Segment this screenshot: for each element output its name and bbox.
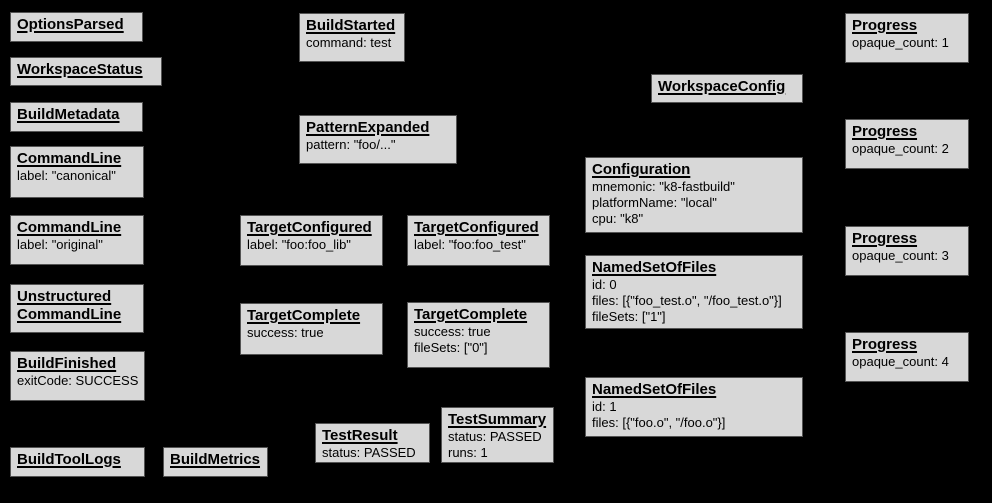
node-command-line-original: CommandLine label: "original" — [10, 215, 144, 265]
node-detail: id: 1 — [592, 399, 617, 414]
node-detail: success: true — [414, 324, 491, 339]
node-detail: opaque_count: 3 — [852, 248, 949, 263]
node-detail: fileSets: ["1"] — [592, 309, 666, 324]
node-title: CommandLine — [17, 219, 122, 236]
node-title: Unstructured CommandLine — [17, 288, 122, 323]
node-title: TestSummary — [448, 411, 547, 428]
node-build-metrics: BuildMetrics — [163, 447, 268, 477]
node-named-set-of-files-0: NamedSetOfFiles id: 0 files: [{"foo_test… — [585, 255, 803, 329]
node-configuration: Configuration mnemonic: "k8-fastbuild" p… — [585, 157, 803, 233]
node-build-finished: BuildFinished exitCode: SUCCESS — [10, 351, 145, 401]
node-title: NamedSetOfFiles — [592, 381, 717, 398]
node-detail: files: [{"foo.o", "/foo.o"}] — [592, 415, 726, 430]
node-title: WorkspaceConfig — [658, 78, 786, 95]
node-target-configured-foo-test: TargetConfigured label: "foo:foo_test" — [407, 215, 550, 266]
node-build-tool-logs: BuildToolLogs — [10, 447, 145, 477]
node-title: Progress — [852, 230, 918, 247]
node-build-started: BuildStarted command: test — [299, 13, 405, 62]
node-detail: opaque_count: 4 — [852, 354, 949, 369]
node-detail: fileSets: ["0"] — [414, 340, 488, 355]
node-title: Progress — [852, 336, 918, 353]
node-options-parsed: OptionsParsed — [10, 12, 143, 42]
node-detail: mnemonic: "k8-fastbuild" — [592, 179, 735, 194]
node-detail: opaque_count: 2 — [852, 141, 949, 156]
node-title: WorkspaceStatus — [17, 61, 143, 78]
node-detail: platformName: "local" — [592, 195, 717, 210]
node-detail: label: "canonical" — [17, 168, 116, 183]
node-detail: runs: 1 — [448, 445, 488, 460]
node-detail: opaque_count: 1 — [852, 35, 949, 50]
node-detail: label: "foo:foo_lib" — [247, 237, 351, 252]
node-progress-2: Progress opaque_count: 2 — [845, 119, 969, 169]
node-title: TargetComplete — [247, 307, 361, 324]
node-progress-3: Progress opaque_count: 3 — [845, 226, 969, 276]
node-detail: cpu: "k8" — [592, 211, 644, 226]
node-test-result: TestResult status: PASSED — [315, 423, 430, 463]
node-title: Progress — [852, 17, 918, 34]
node-title: BuildMetrics — [170, 451, 261, 468]
node-detail: success: true — [247, 325, 324, 340]
node-build-metadata: BuildMetadata — [10, 102, 143, 132]
node-pattern-expanded: PatternExpanded pattern: "foo/..." — [299, 115, 457, 164]
node-title: Progress — [852, 123, 918, 140]
node-title: CommandLine — [17, 150, 122, 167]
node-detail: status: PASSED — [448, 429, 542, 444]
node-title: TargetConfigured — [247, 219, 372, 236]
node-progress-4: Progress opaque_count: 4 — [845, 332, 969, 382]
node-title: TargetComplete — [414, 306, 528, 323]
node-detail: files: [{"foo_test.o", "/foo_test.o"}] — [592, 293, 782, 308]
node-workspace-status: WorkspaceStatus — [10, 57, 162, 86]
node-detail: label: "foo:foo_test" — [414, 237, 526, 252]
node-detail: pattern: "foo/..." — [306, 137, 396, 152]
node-title: Configuration — [592, 161, 691, 178]
node-progress-1: Progress opaque_count: 1 — [845, 13, 969, 63]
node-title: NamedSetOfFiles — [592, 259, 717, 276]
node-title: BuildFinished — [17, 355, 117, 372]
node-title: BuildToolLogs — [17, 451, 121, 468]
node-target-configured-foo-lib: TargetConfigured label: "foo:foo_lib" — [240, 215, 383, 266]
node-title: TargetConfigured — [414, 219, 539, 236]
node-title: BuildMetadata — [17, 106, 120, 123]
node-workspace-config: WorkspaceConfig — [651, 74, 803, 103]
node-title: TestResult — [322, 427, 398, 444]
node-title: OptionsParsed — [17, 16, 124, 33]
node-title: BuildStarted — [306, 17, 396, 34]
node-detail: id: 0 — [592, 277, 617, 292]
node-test-summary: TestSummary status: PASSED runs: 1 — [441, 407, 554, 463]
node-detail: status: PASSED — [322, 445, 416, 460]
node-title: PatternExpanded — [306, 119, 430, 136]
node-named-set-of-files-1: NamedSetOfFiles id: 1 files: [{"foo.o", … — [585, 377, 803, 437]
node-command-line-canonical: CommandLine label: "canonical" — [10, 146, 144, 198]
node-detail: command: test — [306, 35, 392, 50]
node-target-complete-foo-lib: TargetComplete success: true — [240, 303, 383, 355]
node-target-complete-foo-test: TargetComplete success: true fileSets: [… — [407, 302, 550, 368]
node-detail: label: "original" — [17, 237, 103, 252]
node-unstructured-command-line: Unstructured CommandLine — [10, 284, 144, 333]
node-detail: exitCode: SUCCESS — [17, 373, 139, 388]
